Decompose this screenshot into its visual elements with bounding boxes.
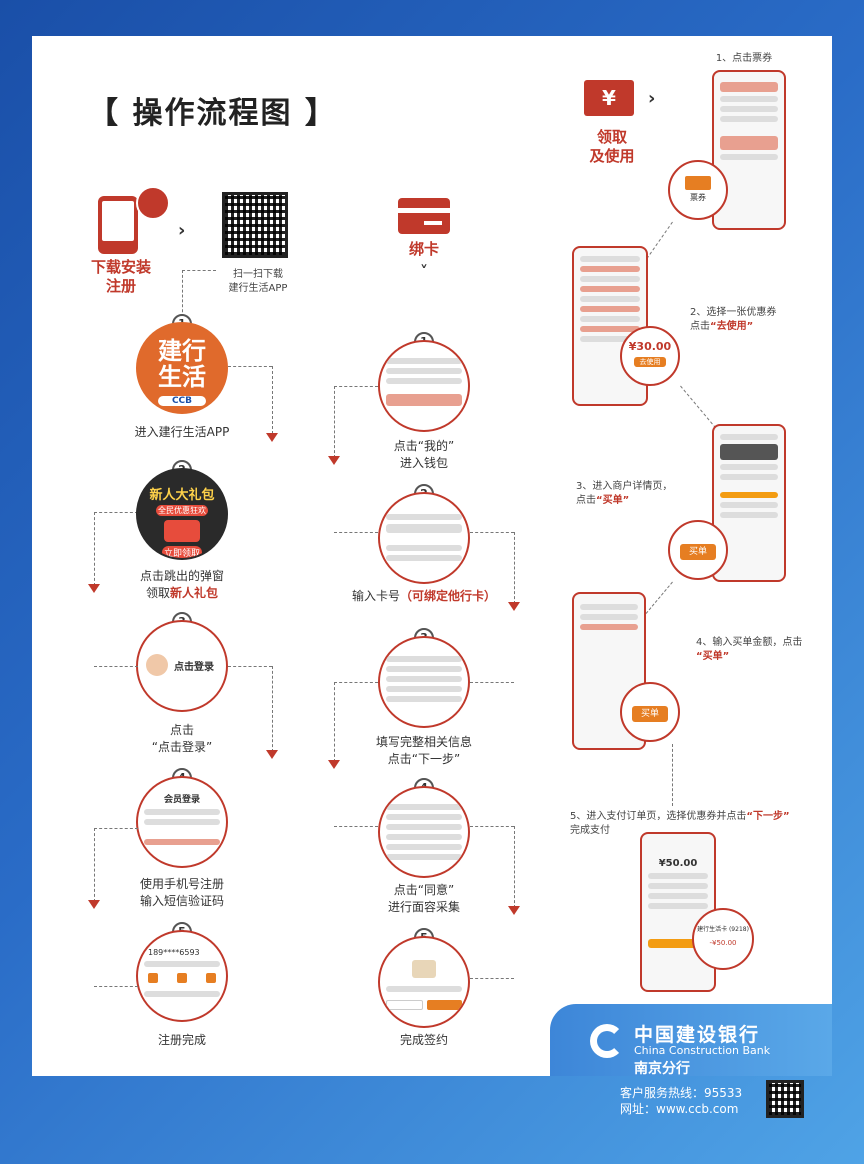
r-step4-caption: 4、输入买单金额，点击 “买单” xyxy=(696,637,803,662)
right-head: 领取 及使用 xyxy=(589,128,635,165)
pay-bill-bubble-2[interactable]: 买单 xyxy=(620,682,680,742)
download-qr-code xyxy=(222,192,288,258)
qr-caption: 扫一扫下载 建行生活APP xyxy=(228,269,288,294)
registration-complete-circle: 189****6593 xyxy=(136,930,228,1022)
ccb-life-app-icon[interactable]: 建行 生活 CCB xyxy=(136,322,228,414)
member-login-circle[interactable]: 会员登录 xyxy=(136,776,228,868)
middle-head: 绑卡 xyxy=(408,240,439,258)
agreement-circle[interactable] xyxy=(378,786,470,878)
step4-caption: 使用手机号注册 输入短信验证码 xyxy=(139,877,224,908)
m-step5-caption: 完成签约 xyxy=(399,1033,448,1047)
m-step3-caption: 填写完整相关信息 点击“下一步” xyxy=(375,735,472,766)
r-step1-caption: 1、点击票券 xyxy=(715,53,773,64)
new-user-gift-popup[interactable]: 新人大礼包 全民优惠狂欢 立即领取 xyxy=(136,468,228,560)
m-step4-caption: 点击“同意” 进行面容采集 xyxy=(387,883,460,914)
bank-card-icon xyxy=(398,198,450,234)
tickets-bubble[interactable]: 票券 xyxy=(668,160,728,220)
bank-name-cn: 中国建设银行 xyxy=(634,1024,761,1046)
coupon-bubble[interactable]: ¥30.00 去使用 xyxy=(620,326,680,386)
step3-caption: 点击 “点击登录” xyxy=(151,723,213,754)
page-title: 【 操作流程图 】 xyxy=(88,96,337,131)
payment-detail-bubble[interactable]: 建行生活卡 (9218) -¥50.00 xyxy=(692,908,754,970)
flow-poster: 【 操作流程图 】 › 下载安装 注册 扫一扫下载 建行生活APP 1 建行 生… xyxy=(32,36,832,1076)
app-badge-icon xyxy=(136,186,170,220)
pay-bill-bubble-1[interactable]: 买单 xyxy=(668,520,728,580)
claim-button[interactable]: 立即领取 xyxy=(162,546,202,558)
phone-download-icon xyxy=(98,196,138,254)
my-wallet-circle[interactable] xyxy=(378,340,470,432)
r-step5-caption: 5、进入支付订单页，选择优惠券并点击“下一步” 完成支付 xyxy=(570,811,790,836)
m-step1-caption: 点击“我的” 进入钱包 xyxy=(393,439,455,470)
chevron-right-icon: › xyxy=(648,88,656,109)
website: 网址：www.ccb.com xyxy=(620,1102,739,1116)
footer-qr-code xyxy=(766,1080,804,1118)
bank-name-en: China Construction Bank xyxy=(634,1044,771,1057)
signing-complete-circle xyxy=(378,936,470,1028)
r-step3-caption: 3、进入商户详情页， 点击“买单” xyxy=(576,481,673,506)
bank-branch: 南京分行 xyxy=(634,1061,690,1077)
hotline: 客户服务热线：95533 xyxy=(620,1086,743,1100)
card-info-form-circle[interactable] xyxy=(378,636,470,728)
card-number-circle[interactable] xyxy=(378,492,470,584)
login-prompt-circle[interactable]: 点击登录 xyxy=(136,620,228,712)
check-icon xyxy=(412,960,436,978)
chevron-down-icon: ˅ xyxy=(420,262,428,281)
r-phone-1 xyxy=(712,70,786,230)
step2-caption: 点击跳出的弹窗 领取新人礼包 xyxy=(139,569,224,600)
use-coupon-button[interactable]: 去使用 xyxy=(634,357,666,367)
chevron-right-icon: › xyxy=(178,220,186,241)
r-step2-caption: 2、选择一张优惠券 点击“去使用” xyxy=(690,307,777,332)
r-phone-5: ¥50.00 xyxy=(640,832,716,992)
step1-caption: 进入建行生活APP xyxy=(134,425,230,439)
ticket-icon: ¥ xyxy=(584,80,634,116)
m-step2-caption: 输入卡号（可绑定他行卡） xyxy=(351,589,497,603)
step5-caption: 注册完成 xyxy=(157,1033,206,1047)
left-head: 下载安装 注册 xyxy=(90,258,151,295)
login-button[interactable]: 点击登录 xyxy=(174,661,214,673)
avatar xyxy=(146,654,168,676)
bank-logo-icon xyxy=(590,1024,624,1058)
